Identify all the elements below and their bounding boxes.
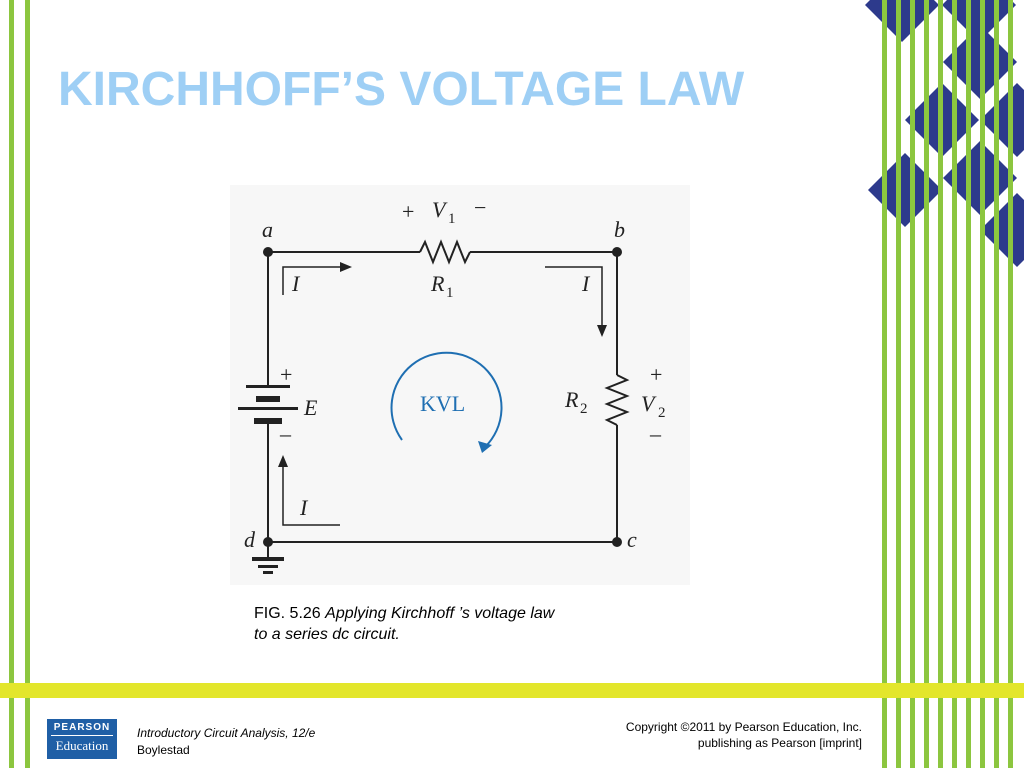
e-plus-label: + — [280, 362, 292, 387]
current-label-bottom-left: I — [299, 495, 309, 520]
v2-minus-label: – — [649, 421, 662, 446]
right-stripes — [882, 0, 1013, 768]
node-a-label: a — [262, 217, 273, 242]
arrowhead-bottom-left — [278, 455, 288, 467]
node-d-dot — [263, 537, 273, 547]
yellow-bar-overlay — [860, 683, 1024, 698]
arrowhead-top-right — [597, 325, 607, 337]
v1-subscript: 1 — [448, 211, 456, 227]
v2-subscript: 2 — [658, 405, 666, 421]
book-title: Introductory Circuit Analysis, 12/e — [137, 726, 316, 740]
diamond-pattern — [865, 0, 1024, 267]
kvl-label: KVL — [420, 391, 465, 416]
e-minus-label: – — [279, 421, 292, 446]
r1-subscript: 1 — [446, 285, 454, 301]
logo-rule — [51, 735, 113, 736]
current-arrow-top-left — [282, 266, 340, 295]
v2-plus-label: + — [650, 362, 662, 387]
logo-top-text: PEARSON — [53, 722, 111, 733]
logo-bottom-text: Education — [55, 738, 109, 753]
left-stripe-1 — [9, 0, 14, 768]
r1-symbol: R — [430, 271, 445, 296]
pearson-logo: PEARSON Education — [47, 719, 117, 759]
footer-book-info: Introductory Circuit Analysis, 12/e Boyl… — [137, 725, 315, 759]
current-label-top-left: I — [291, 271, 301, 296]
caption-line-2: to a series dc circuit. — [254, 626, 400, 643]
resistor-r1 — [419, 239, 471, 265]
node-c-dot — [612, 537, 622, 547]
kvl-arrowhead — [478, 441, 492, 453]
v2-symbol: V — [641, 391, 657, 416]
figure-number: FIG. 5.26 — [254, 605, 321, 622]
node-c-label: c — [627, 527, 637, 552]
right-decoration — [860, 0, 1024, 768]
node-d-label: d — [244, 527, 256, 552]
current-label-top-right: I — [581, 271, 591, 296]
copyright-line-1: Copyright ©2011 by Pearson Education, In… — [625, 720, 862, 734]
v1-symbol: V — [432, 197, 448, 222]
slide-title: KIRCHHOFF’S VOLTAGE LAW — [58, 63, 745, 116]
resistor-r2 — [604, 374, 630, 426]
copyright-notice: Copyright ©2011 by Pearson Education, In… — [560, 719, 862, 751]
figure-caption: FIG. 5.26 Applying Kirchhoff ’s voltage … — [254, 603, 654, 645]
caption-line-1: Applying Kirchhoff ’s voltage law — [325, 605, 555, 622]
book-author: Boylestad — [137, 743, 190, 757]
circuit-diagram: a b c d + V 1 − R 1 I I I + E – R 2 + V … — [230, 185, 690, 585]
current-arrow-bottom-left — [282, 465, 340, 526]
battery-e — [238, 385, 298, 424]
r2-symbol: R — [564, 387, 579, 412]
ground-symbol — [252, 557, 284, 574]
node-a-dot — [263, 247, 273, 257]
r2-subscript: 2 — [580, 401, 588, 417]
copyright-line-2: publishing as Pearson [imprint] — [697, 736, 862, 750]
yellow-divider-bar — [0, 683, 1024, 698]
node-b-dot — [612, 247, 622, 257]
current-arrow-top-right — [545, 266, 603, 325]
arrowhead-top-left — [340, 262, 352, 272]
v1-minus-label: − — [474, 195, 486, 220]
node-b-label: b — [614, 217, 625, 242]
left-stripe-2 — [25, 0, 30, 768]
v1-plus-label: + — [402, 199, 414, 224]
kvl-loop-arrow — [390, 351, 503, 448]
e-symbol: E — [303, 395, 318, 420]
